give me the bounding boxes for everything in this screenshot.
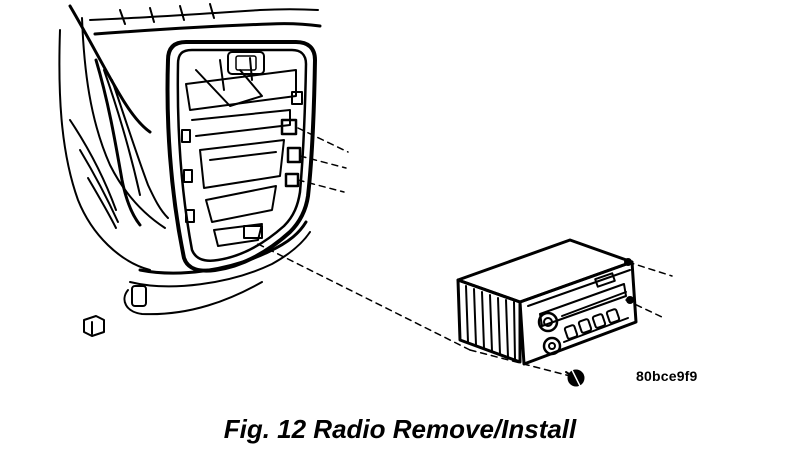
mounting-screw-icon (566, 370, 583, 386)
radio-remove-install-diagram (0, 0, 800, 400)
radio-unit-drawing (458, 240, 636, 364)
figure-caption: Fig. 12 Radio Remove/Install (223, 414, 577, 444)
figure-reference-code: 80bce9f9 (636, 368, 698, 384)
dashboard-bezel-drawing (59, 4, 320, 336)
alignment-leader-lines (258, 128, 672, 376)
